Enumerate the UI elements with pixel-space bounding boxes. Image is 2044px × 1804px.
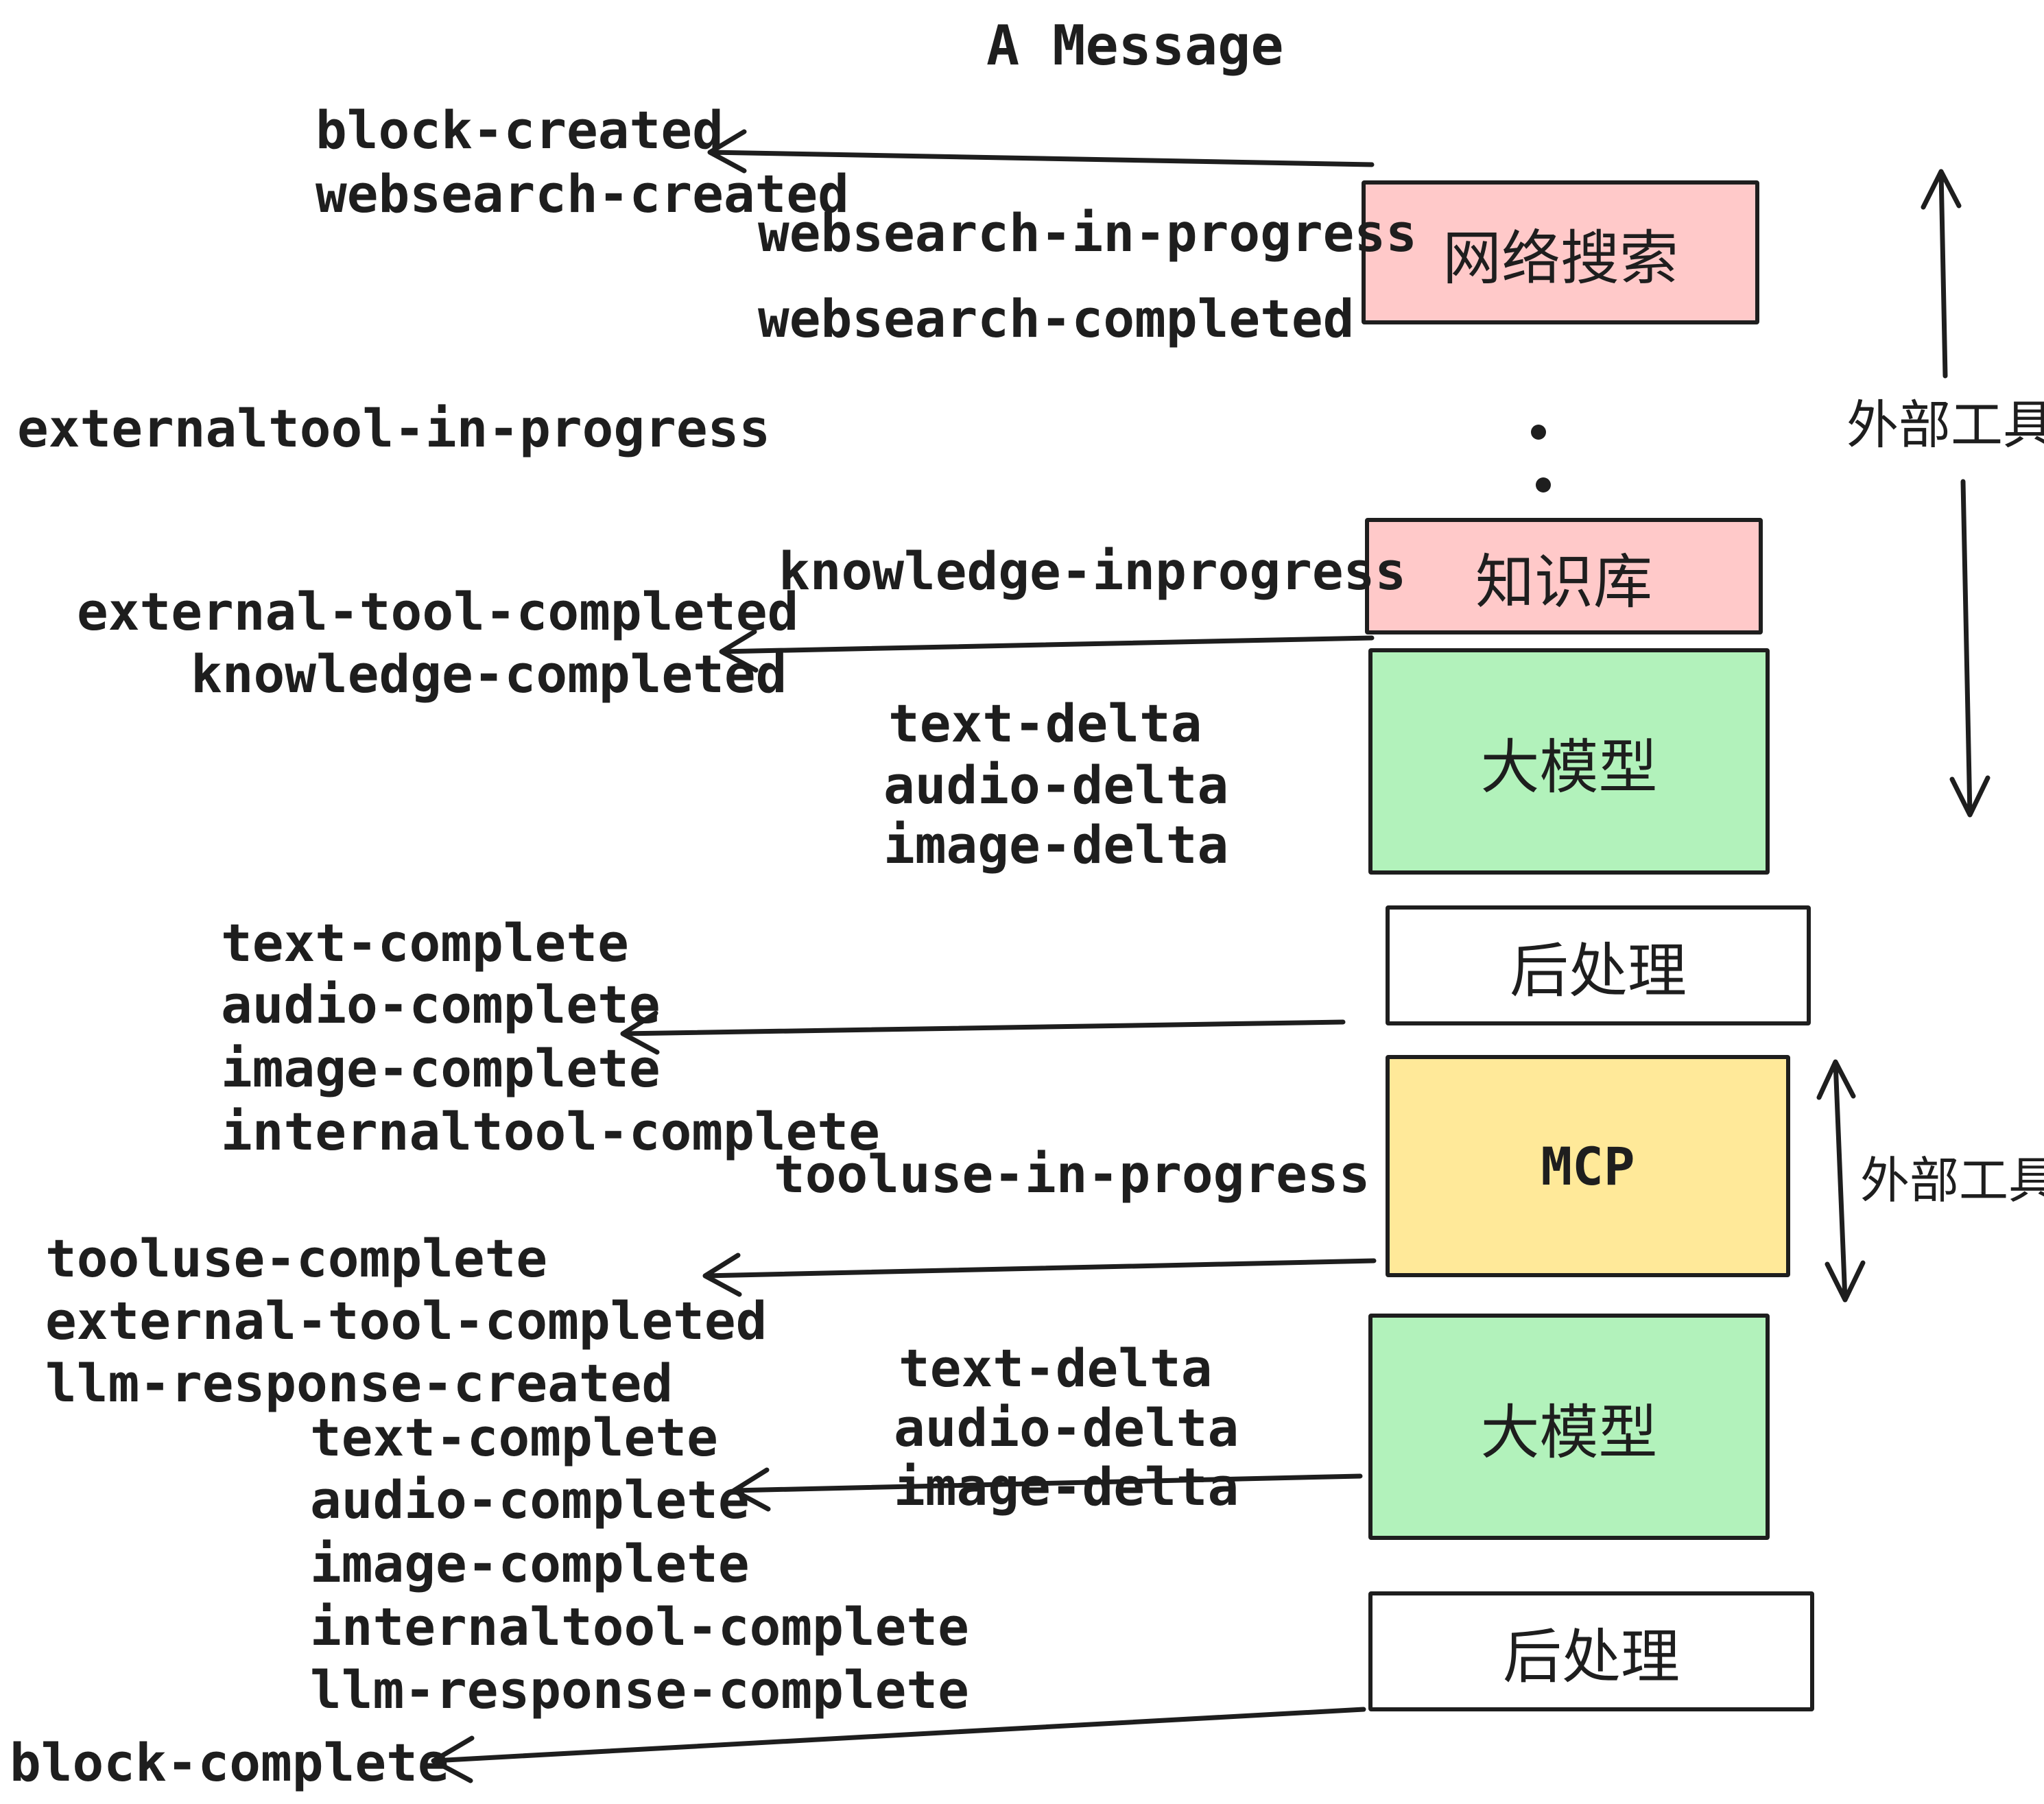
box-postprocess-2-label: 后处理 xyxy=(1503,1624,1680,1690)
event-image-complete-1: image-complete xyxy=(221,1038,661,1099)
event-image-delta-2: image-delta xyxy=(894,1456,1239,1517)
event-websearch-completed: websearch-completed xyxy=(758,288,1355,349)
event-audio-delta-2: audio-delta xyxy=(894,1397,1239,1458)
external-tools-down-arrow xyxy=(1949,479,1990,818)
box-llm-2: 大模型 xyxy=(1368,1314,1770,1540)
event-knowledge-inprogress: knowledge-inprogress xyxy=(779,541,1407,602)
event-text-delta-2: text-delta xyxy=(899,1338,1213,1399)
event-image-delta-1: image-delta xyxy=(883,814,1229,875)
event-block-complete: block-complete xyxy=(10,1732,449,1793)
event-text-delta-1: text-delta xyxy=(888,693,1202,754)
event-internaltool-complete-2: internaltool-complete xyxy=(310,1596,969,1657)
mcp-external-tools-double-arrow xyxy=(1816,1059,1866,1303)
box-llm-2-label: 大模型 xyxy=(1480,1399,1658,1466)
event-tooluse-complete: tooluse-complete xyxy=(45,1228,548,1289)
box-postprocess-1-label: 后处理 xyxy=(1510,938,1687,1004)
event-tooluse-in-progress: tooluse-in-progress xyxy=(774,1143,1370,1204)
event-block-created: block-created xyxy=(316,99,724,161)
event-websearch-created: websearch-created xyxy=(316,163,849,224)
event-audio-delta-1: audio-delta xyxy=(883,755,1229,816)
arrow-to-block-created xyxy=(707,129,1375,174)
event-text-complete-1: text-complete xyxy=(221,912,629,973)
box-llm-1: 大模型 xyxy=(1368,648,1770,875)
arrow-to-knowledge-completed xyxy=(719,629,1375,673)
arrow-to-tooluse-complete xyxy=(702,1253,1377,1297)
box-knowledge: 知识库 xyxy=(1365,518,1763,634)
event-text-complete-2: text-complete xyxy=(310,1407,718,1468)
box-mcp: MCP xyxy=(1386,1055,1790,1277)
diagram-title: A Message xyxy=(986,14,1284,78)
box-postprocess-2: 后处理 xyxy=(1368,1591,1814,1711)
box-llm-1-label: 大模型 xyxy=(1480,734,1658,800)
event-audio-complete-2: audio-complete xyxy=(310,1469,750,1530)
event-llm-response-complete: llm-response-complete xyxy=(310,1659,969,1720)
arrow-to-image-complete xyxy=(620,1010,1346,1055)
external-tools-label-mcp: 外部工具 xyxy=(1860,1154,2044,1209)
event-websearch-in-progress: websearch-in-progress xyxy=(758,202,1417,263)
event-audio-complete-1: audio-complete xyxy=(221,974,661,1035)
event-internaltool-complete-1: internaltool-complete xyxy=(221,1101,880,1162)
arrow-to-audio-complete xyxy=(731,1467,1363,1512)
box-knowledge-label: 知识库 xyxy=(1475,549,1652,615)
event-llm-response-created: llm-response-created xyxy=(45,1353,674,1414)
external-tools-up-arrow xyxy=(1921,169,1962,379)
event-external-tool-completed: external-tool-completed xyxy=(77,581,799,642)
event-knowledge-completed: knowledge-completed xyxy=(191,643,787,704)
event-externaltool-in-progress: externaltool-in-progress xyxy=(17,398,771,459)
event-image-complete-2: image-complete xyxy=(310,1533,750,1594)
event-external-tool-completed-2: external-tool-completed xyxy=(45,1290,768,1351)
external-tools-label-top: 外部工具 xyxy=(1846,396,2044,455)
box-websearch: 网络搜索 xyxy=(1362,180,1759,324)
box-websearch-label: 网络搜索 xyxy=(1442,225,1678,292)
arrow-to-block-complete xyxy=(431,1707,1366,1783)
box-mcp-label: MCP xyxy=(1541,1135,1635,1197)
box-postprocess-1: 后处理 xyxy=(1386,905,1811,1025)
